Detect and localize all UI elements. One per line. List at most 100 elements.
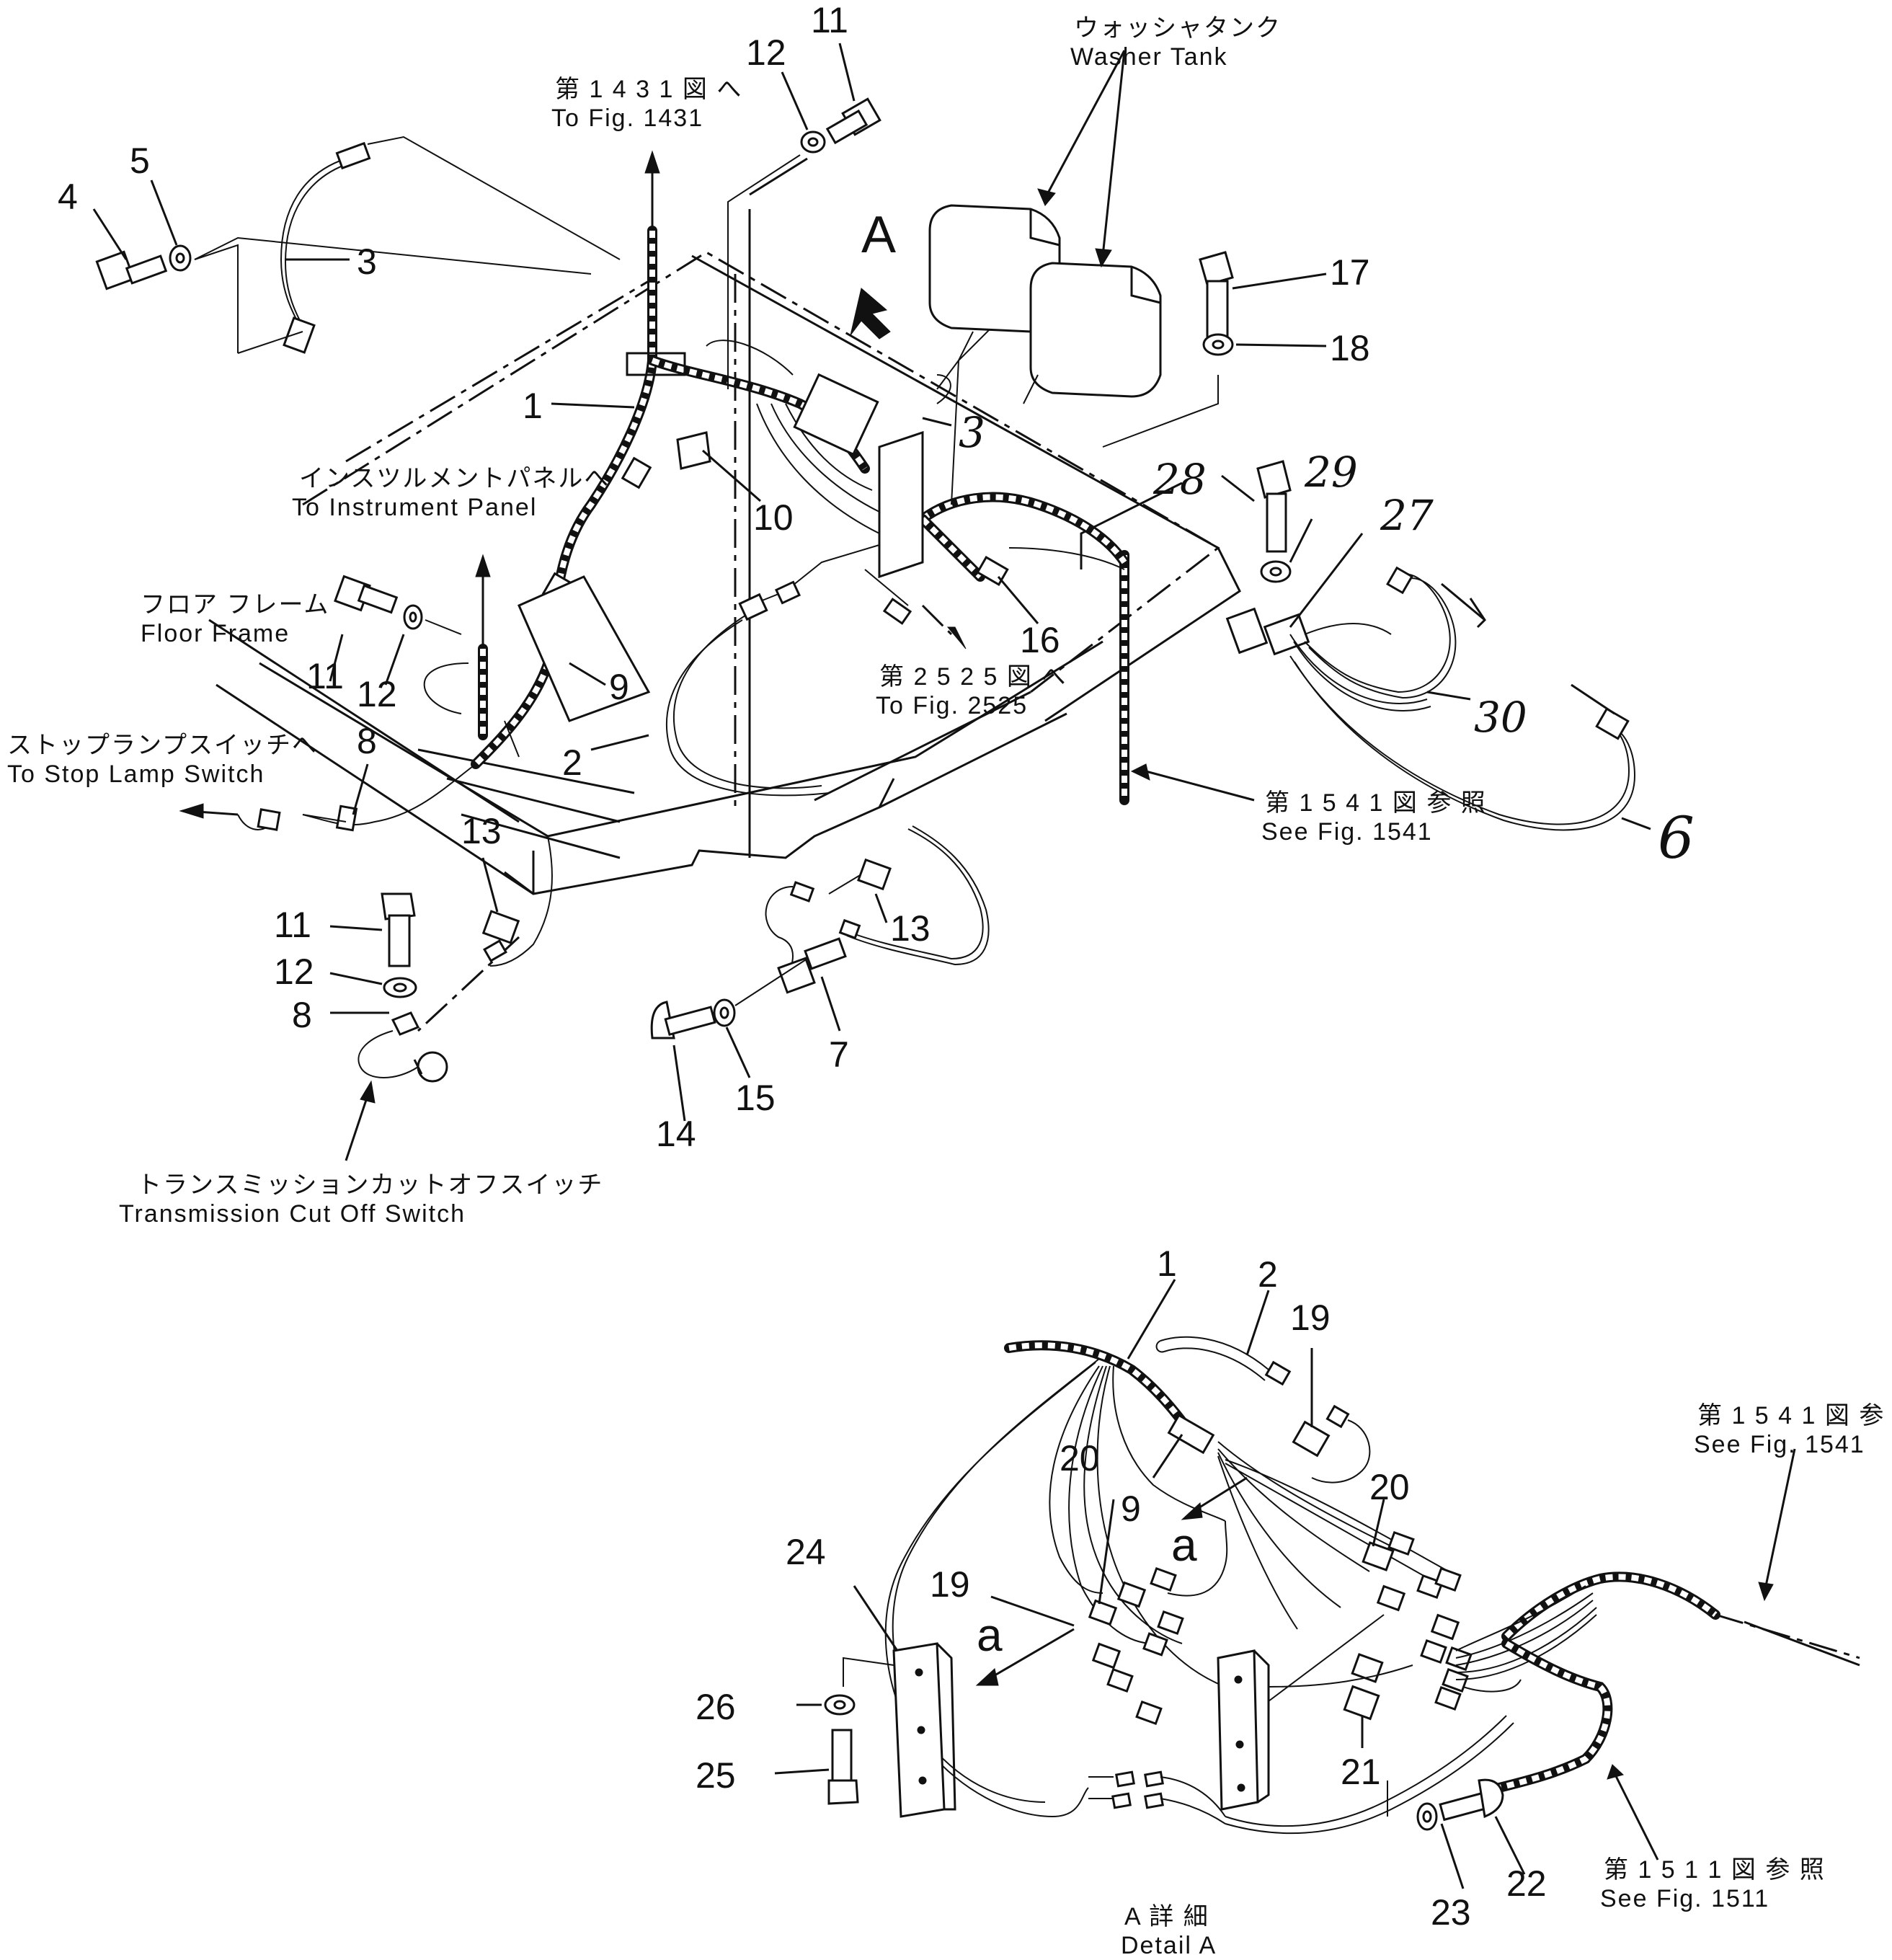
bracket-1431 bbox=[626, 150, 686, 376]
callout-15: 15 bbox=[735, 1078, 776, 1118]
bolt-4 bbox=[95, 250, 168, 291]
label-transmission-jp: トランスミッションカットオフスイッチ bbox=[137, 1171, 603, 1199]
callout-3: 3 bbox=[357, 241, 377, 282]
callout-11-top: 11 bbox=[811, 0, 848, 40]
callout-26: 26 bbox=[696, 1687, 736, 1727]
callout-19-left: 19 bbox=[930, 1564, 970, 1605]
label-floor-frame-jp: フロア フレーム bbox=[141, 591, 329, 618]
bolt-11-top bbox=[825, 97, 881, 145]
callout-23: 23 bbox=[1431, 1892, 1471, 1933]
bolt-28 bbox=[1256, 460, 1292, 553]
view-arrow-a bbox=[850, 288, 891, 340]
callout-25: 25 bbox=[696, 1755, 736, 1796]
clip-13-left bbox=[481, 910, 520, 944]
washer-12-top bbox=[800, 130, 826, 154]
label-see-fig-1541b-en: See Fig. 1541 bbox=[1694, 1431, 1865, 1458]
callout-2-detail: 2 bbox=[1258, 1254, 1278, 1295]
label-to-fig-1431-jp: 第 1 4 3 1 図 へ bbox=[555, 76, 742, 103]
callout-20-right: 20 bbox=[1369, 1467, 1410, 1507]
label-see-fig-1511-jp: 第 1 5 1 1 図 参 照 bbox=[1604, 1856, 1826, 1884]
callout-1-detail: 1 bbox=[1157, 1243, 1177, 1284]
handwritten-3: 3 bbox=[959, 408, 985, 457]
label-to-fig-2525-jp: 第 2 5 2 5 図 へ bbox=[879, 663, 1067, 691]
callout-9: 9 bbox=[609, 667, 629, 707]
callout-12-top: 12 bbox=[746, 32, 786, 73]
callout-leaders bbox=[92, 43, 1651, 1889]
label-stop-lamp-jp: ストップランプスイッチへ bbox=[7, 732, 318, 759]
callout-18: 18 bbox=[1330, 328, 1370, 368]
washer-18 bbox=[1202, 333, 1234, 356]
switch-7 bbox=[777, 937, 847, 994]
view-letter-a-2: a bbox=[977, 1609, 1003, 1661]
callout-13-left: 13 bbox=[461, 811, 502, 851]
label-instrument-panel-jp: インスツルメントパネルへ bbox=[299, 465, 610, 492]
callout-12-mid: 12 bbox=[357, 674, 397, 714]
label-washer-tank-jp: ウォッシャタンク bbox=[1074, 14, 1282, 42]
washer-12-mid bbox=[403, 604, 423, 630]
washer-15 bbox=[713, 998, 736, 1027]
handwritten-29: 29 bbox=[1304, 448, 1358, 497]
callout-17: 17 bbox=[1330, 252, 1370, 293]
bolt-17 bbox=[1199, 251, 1234, 340]
view-letters: A a a bbox=[861, 206, 1197, 1661]
label-see-fig-1541-en: See Fig. 1541 bbox=[1261, 818, 1433, 846]
callout-10: 10 bbox=[753, 497, 794, 538]
handwritten-6: 6 bbox=[1658, 804, 1695, 872]
stop-lamp-wire bbox=[179, 763, 476, 832]
callout-11-mid: 11 bbox=[306, 656, 344, 696]
callout-21: 21 bbox=[1341, 1752, 1381, 1792]
label-transmission-en: Transmission Cut Off Switch bbox=[119, 1200, 466, 1228]
label-see-fig-1541b-jp: 第 1 5 4 1 図 参 照 bbox=[1697, 1402, 1892, 1429]
washer-29 bbox=[1260, 560, 1292, 583]
label-see-fig-1541-jp: 第 1 5 4 1 図 参 照 bbox=[1265, 789, 1487, 817]
callout-numbers: 11 12 4 5 3 1 10 9 11 12 2 8 13 13 11 12… bbox=[58, 0, 1547, 1933]
wire-6 bbox=[1289, 655, 1636, 831]
protector-9 bbox=[518, 575, 651, 722]
callout-9-detail: 9 bbox=[1121, 1489, 1141, 1529]
detail-a bbox=[824, 1336, 1860, 1835]
bolt-11-mid bbox=[334, 575, 399, 614]
handwritten-30: 30 bbox=[1474, 693, 1527, 742]
label-to-fig-2525-en: To Fig. 2525 bbox=[876, 692, 1028, 719]
bolt-11-low bbox=[381, 892, 416, 967]
callout-4: 4 bbox=[58, 177, 78, 217]
callout-7: 7 bbox=[829, 1034, 849, 1075]
callout-13-center: 13 bbox=[890, 908, 931, 949]
label-floor-frame-en: Floor Frame bbox=[141, 620, 290, 647]
handwritten-callouts: 3 28 29 27 30 6 bbox=[959, 408, 1695, 872]
handwritten-28: 28 bbox=[1152, 455, 1207, 504]
callout-1: 1 bbox=[523, 386, 543, 426]
washer-5 bbox=[169, 244, 192, 272]
view-letter-a-big: A bbox=[861, 206, 896, 264]
label-washer-tank-en: Washer Tank bbox=[1070, 43, 1228, 71]
label-stop-lamp-en: To Stop Lamp Switch bbox=[7, 761, 265, 788]
switch-7-wire bbox=[765, 825, 990, 981]
washer-tank-leaders bbox=[1037, 50, 1126, 268]
reference-labels: 第 1 4 3 1 図 へ To Fig. 1431 ウォッシャタンク Wash… bbox=[7, 14, 1892, 1959]
label-detail-a-jp: A 詳 細 bbox=[1124, 1903, 1209, 1930]
callout-8-low: 8 bbox=[292, 995, 312, 1035]
callout-19-top: 19 bbox=[1290, 1298, 1331, 1338]
label-detail-a-en: Detail A bbox=[1121, 1932, 1217, 1959]
callout-16: 16 bbox=[1020, 620, 1060, 660]
washer-12-low bbox=[383, 977, 417, 998]
washer-tank-right bbox=[1029, 262, 1162, 398]
callout-20-left: 20 bbox=[1060, 1438, 1100, 1478]
label-to-fig-1431-en: To Fig. 1431 bbox=[551, 105, 703, 132]
instrument-panel-harness bbox=[423, 554, 520, 758]
view-letter-a-1: a bbox=[1171, 1519, 1197, 1571]
callout-22: 22 bbox=[1506, 1863, 1547, 1904]
clip-13-center bbox=[857, 858, 892, 891]
ground-wire-3 bbox=[194, 136, 621, 354]
transmission-wire bbox=[357, 936, 520, 1083]
callout-12-low: 12 bbox=[274, 952, 314, 992]
callout-5: 5 bbox=[130, 141, 150, 181]
callout-2: 2 bbox=[562, 742, 582, 783]
callout-8-top: 8 bbox=[357, 721, 377, 761]
sensor-27 bbox=[1225, 607, 1431, 711]
bolt-25 bbox=[827, 1729, 859, 1805]
callout-14: 14 bbox=[656, 1114, 696, 1154]
handwritten-27: 27 bbox=[1380, 491, 1434, 540]
bolt-22 bbox=[1439, 1778, 1504, 1822]
